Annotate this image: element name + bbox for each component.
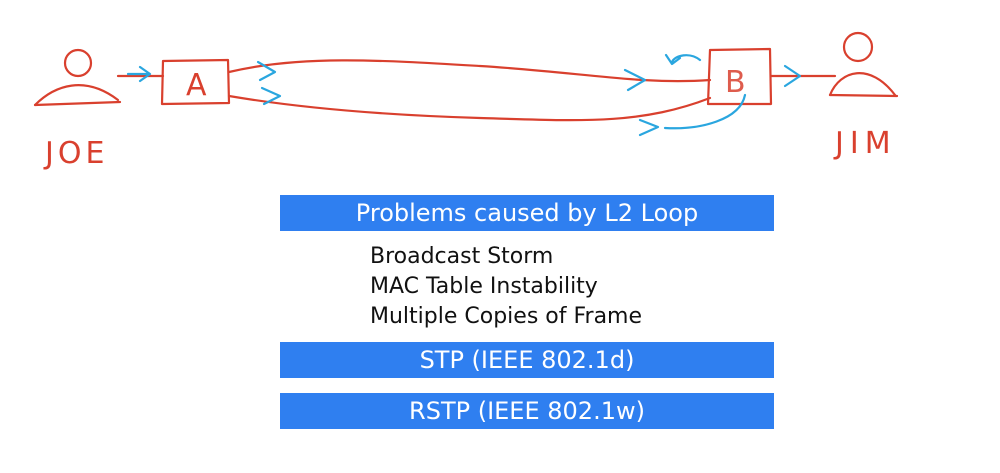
loop-link-lower [227, 94, 712, 122]
switch-b-label: B [725, 65, 746, 100]
slide-title: Problems caused by L2 Loop [280, 195, 774, 231]
loop-sketch: A B JOE JIM [33, 31, 899, 171]
problem-item: MAC Table Instability [370, 274, 598, 299]
frame-arrow-b-bottom [638, 118, 660, 137]
problem-list: Broadcast Storm MAC Table Instability Mu… [370, 242, 642, 332]
rstp-banner: RSTP (IEEE 802.1w) [280, 393, 774, 429]
switch-b-box [706, 47, 773, 106]
problem-item: Multiple Copies of Frame [370, 304, 643, 329]
stp-banner: STP (IEEE 802.1d) [280, 342, 774, 378]
joe-label: JOE [43, 136, 108, 171]
frame-arrow-a-bottom [260, 86, 282, 106]
frame-arrow-joe-a [126, 65, 152, 83]
problem-item: Broadcast Storm [370, 244, 554, 269]
frame-arrow-b-jim [783, 64, 802, 88]
jim-label: JIM [833, 126, 897, 161]
frame-arrow-a-top [256, 60, 277, 82]
joe-user-icon [33, 48, 122, 107]
loop-link-upper [227, 59, 712, 83]
switch-a-label: A [186, 68, 207, 103]
jim-user-icon [828, 31, 899, 98]
frame-arrow-b-top [623, 68, 647, 92]
switch-a-box [160, 58, 231, 106]
frame-return-arrow [663, 53, 747, 130]
